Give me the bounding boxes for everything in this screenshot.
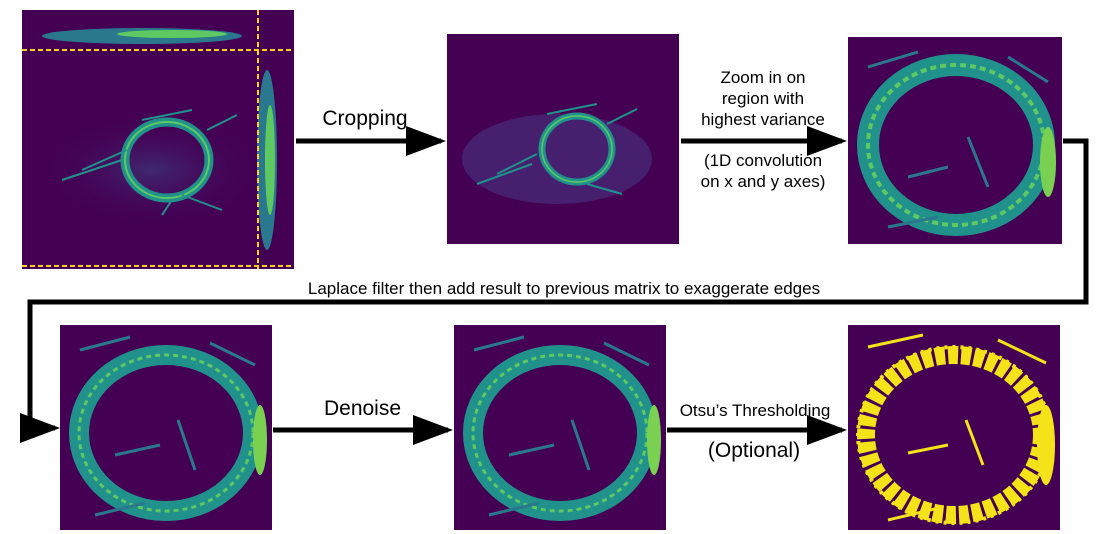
convolution-label-line1: (1D convolution bbox=[703, 151, 823, 170]
thresholded-image-panel bbox=[848, 325, 1060, 530]
convolution-label: (1D convolution on x and y axes) bbox=[683, 150, 843, 192]
cropped-image-panel bbox=[447, 34, 679, 244]
denoised-image bbox=[454, 325, 666, 530]
zoom-label-line2: region with bbox=[721, 89, 805, 108]
binary-mask-image bbox=[848, 325, 1060, 530]
orthogonal-view-image bbox=[22, 10, 294, 269]
crop-label: Cropping bbox=[322, 107, 408, 130]
denoise-label: Denoise bbox=[323, 397, 402, 420]
zoom-label: Zoom in on region with highest variance bbox=[683, 67, 843, 130]
zoomed-image-panel bbox=[848, 37, 1062, 244]
zoom-label-line3: highest variance bbox=[701, 110, 825, 129]
convolution-label-line2: on x and y axes) bbox=[700, 172, 826, 191]
zoom-label-line1: Zoom in on bbox=[720, 68, 806, 87]
zoomed-image bbox=[848, 37, 1062, 244]
cropped-image bbox=[447, 34, 679, 244]
edge-enhanced-image bbox=[60, 325, 272, 530]
otsu-label: Otsu’s Thresholding bbox=[679, 401, 831, 420]
denoised-image-panel bbox=[454, 325, 666, 530]
original-image-panel bbox=[22, 10, 294, 269]
laplace-image-panel bbox=[60, 325, 272, 530]
optional-label: (Optional) bbox=[707, 439, 801, 462]
laplace-label: Laplace filter then add result to previo… bbox=[307, 279, 821, 298]
